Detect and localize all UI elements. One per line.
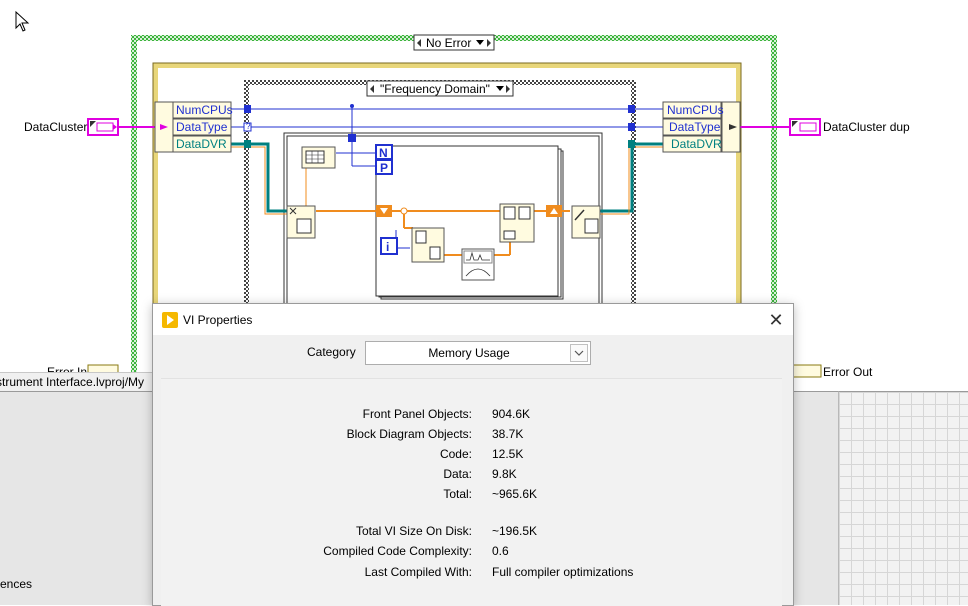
front-panel-grid — [838, 391, 968, 605]
vi-properties-dialog: VI Properties ✕ Category Memory Usage Fr… — [152, 303, 794, 606]
replace-array-node[interactable] — [499, 203, 535, 243]
svg-text:?: ? — [246, 122, 251, 131]
set-dvr-node[interactable] — [571, 205, 601, 239]
prop-label-last-compiled: Last Compiled With: — [364, 565, 472, 579]
datacluster-output-terminal[interactable] — [789, 118, 821, 136]
unbundle-node[interactable]: NumCPUs DataType DataDVR — [154, 101, 233, 153]
svg-text:No Error: No Error — [426, 36, 471, 50]
labview-logo-icon — [162, 312, 178, 328]
outer-case-selector[interactable]: No Error — [413, 34, 495, 51]
prop-label-block-diagram-objects: Block Diagram Objects: — [346, 427, 472, 441]
p-terminal[interactable]: P — [375, 159, 393, 175]
inner-case-selector[interactable]: "Frequency Domain" — [366, 80, 514, 97]
unbundle-field-datatype: DataType — [176, 120, 228, 134]
close-icon[interactable]: ✕ — [768, 310, 784, 330]
category-value: Memory Usage — [428, 346, 510, 360]
dialog-titlebar[interactable]: VI Properties ✕ — [153, 304, 793, 335]
orange-wires — [316, 210, 570, 256]
prop-value-code: 12.5K — [492, 447, 524, 461]
svg-text:i: i — [386, 240, 389, 254]
bundle-node[interactable]: NumCPUs DataType DataDVR — [662, 101, 741, 153]
fft-node[interactable] — [461, 248, 495, 281]
get-dvr-node[interactable] — [286, 205, 316, 239]
i-terminal[interactable]: i — [380, 237, 398, 255]
shift-register-left — [376, 205, 392, 217]
unbundle-field-numcpus: NumCPUs — [176, 103, 233, 117]
prop-label-data: Data: — [443, 467, 472, 481]
prop-label-size-on-disk: Total VI Size On Disk: — [355, 524, 472, 538]
memory-usage-panel: Front Panel Objects: 904.6K Block Diagra… — [161, 378, 782, 606]
prop-value-total: ~965.6K — [492, 487, 538, 501]
svg-text:N: N — [379, 146, 388, 160]
index-array-node[interactable] — [411, 227, 445, 263]
prop-label-total: Total: — [443, 487, 472, 501]
bundle-field-numcpus: NumCPUs — [667, 103, 724, 117]
shift-register-right — [546, 205, 562, 217]
svg-text:P: P — [380, 161, 388, 175]
dialog-title: VI Properties — [183, 313, 253, 327]
cpu-info-node[interactable] — [301, 146, 336, 169]
error-out-terminal[interactable] — [792, 364, 822, 378]
prop-value-code-complexity: 0.6 — [492, 544, 509, 558]
n-terminal[interactable]: N — [375, 144, 393, 160]
prop-label-code-complexity: Compiled Code Complexity: — [323, 544, 472, 558]
left-pane — [0, 391, 153, 605]
prop-label-front-panel-objects: Front Panel Objects: — [362, 407, 472, 421]
unbundle-field-datadvr: DataDVR — [176, 137, 227, 151]
chevron-down-icon[interactable] — [570, 344, 588, 362]
datacluster-input-terminal[interactable] — [87, 118, 119, 136]
prop-value-block-diagram-objects: 38.7K — [492, 427, 524, 441]
datacluster-output-label: DataCluster dup — [823, 120, 910, 134]
prop-label-code: Code: — [439, 447, 472, 461]
category-dropdown[interactable]: Memory Usage — [365, 341, 591, 365]
category-label: Category — [307, 345, 356, 359]
bundle-field-datadvr: DataDVR — [671, 137, 722, 151]
datacluster-input-label: DataCluster — [24, 120, 87, 134]
project-status-bar: strument Interface.lvproj/My — [0, 372, 155, 391]
mouse-cursor-icon — [15, 10, 30, 32]
error-out-label: Error Out — [823, 365, 873, 379]
left-pane-label: ences — [0, 577, 33, 591]
prop-value-front-panel-objects: 904.6K — [492, 407, 531, 421]
tunnels — [243, 104, 635, 215]
prop-value-last-compiled: Full compiler optimizations — [492, 565, 634, 579]
prop-value-data: 9.8K — [492, 467, 517, 481]
svg-text:"Frequency Domain": "Frequency Domain" — [380, 82, 490, 96]
prop-value-size-on-disk: ~196.5K — [492, 524, 538, 538]
bundle-field-datatype: DataType — [669, 120, 721, 134]
right-gray-pane — [792, 391, 838, 605]
